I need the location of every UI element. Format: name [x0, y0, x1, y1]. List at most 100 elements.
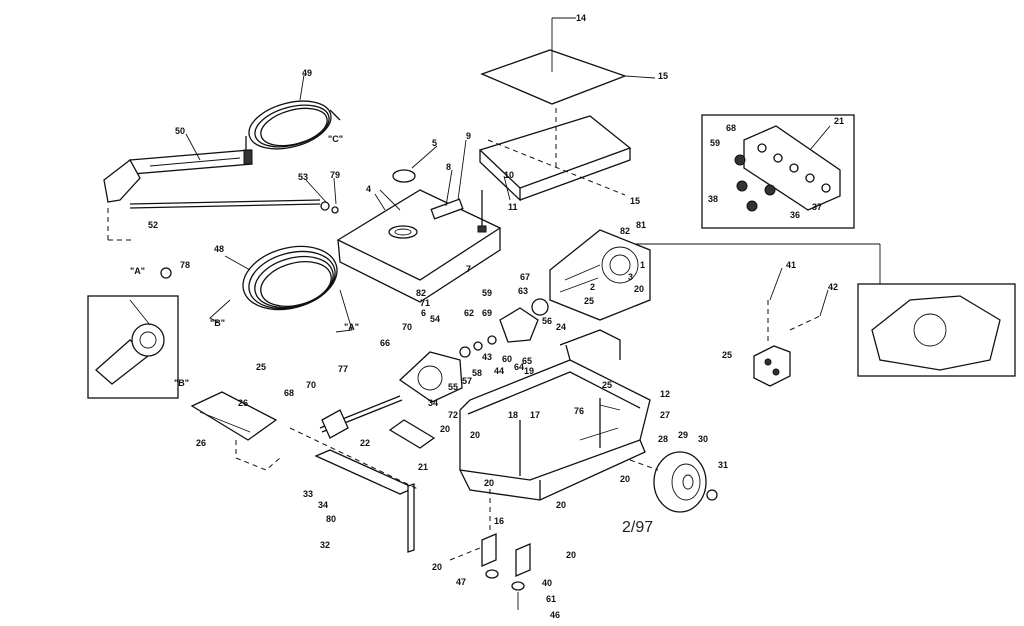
callout-24: 24 [556, 322, 566, 332]
callout-22: 22 [360, 438, 370, 448]
callout-68: 68 [284, 388, 294, 398]
callout-20: 20 [440, 424, 450, 434]
callout-14: 14 [576, 13, 586, 23]
callout-21: 21 [418, 462, 428, 472]
callout-19: 19 [524, 366, 534, 376]
callout-18: 18 [508, 410, 518, 420]
pump-inset [598, 243, 1016, 377]
callout-9: 9 [466, 131, 471, 141]
frame [459, 329, 651, 530]
callout-70: 70 [306, 380, 316, 390]
callout-21: 21 [834, 116, 844, 126]
callout-34: 34 [428, 398, 438, 408]
callout-a: "A" [130, 266, 145, 276]
callout-50: 50 [175, 126, 185, 136]
callout-29: 29 [678, 430, 688, 440]
callout-25: 25 [602, 380, 612, 390]
callout-48: 48 [214, 244, 224, 254]
callout-65: 65 [522, 356, 532, 366]
callout-3: 3 [628, 272, 633, 282]
callout-67: 67 [520, 272, 530, 282]
top-plate [480, 17, 656, 105]
callout-43: 43 [482, 352, 492, 362]
callout-57: 57 [462, 376, 472, 386]
callout-15: 15 [630, 196, 640, 206]
callout-30: 30 [698, 434, 708, 444]
callout-labels: 14 15 15 21 68 59 38 36 37 49 50 "C" 53 … [130, 13, 844, 620]
callout-69: 69 [482, 308, 492, 318]
callout-63: 63 [518, 286, 528, 296]
engine-pump [531, 229, 651, 321]
leader-lines [185, 74, 831, 441]
callout-8: 8 [446, 162, 451, 172]
callout-81: 81 [636, 220, 646, 230]
callout-33: 33 [303, 489, 313, 499]
callout-82: 82 [416, 288, 426, 298]
callout-58: 58 [472, 368, 482, 378]
callout-7: 7 [466, 264, 471, 274]
fuel-tank [336, 169, 502, 303]
callout-20: 20 [634, 284, 644, 294]
callout-44: 44 [494, 366, 504, 376]
callout-32: 32 [320, 540, 330, 550]
callout-26: 26 [196, 438, 206, 448]
callout-31: 31 [718, 460, 728, 470]
callout-55: 55 [448, 382, 458, 392]
mounting-bracket [478, 108, 632, 202]
callout-49: 49 [302, 68, 312, 78]
callout-20: 20 [620, 474, 630, 484]
callout-15: 15 [658, 71, 668, 81]
callout-5: 5 [432, 138, 437, 148]
callout-70: 70 [402, 322, 412, 332]
callout-20: 20 [470, 430, 480, 440]
callout-66: 66 [380, 338, 390, 348]
callout-54: 54 [430, 314, 440, 324]
spray-gun [103, 149, 339, 241]
wheel [629, 451, 718, 513]
callout-b: "B" [174, 378, 189, 388]
callout-61: 61 [546, 594, 556, 604]
callout-20: 20 [484, 478, 494, 488]
callout-71: 71 [420, 298, 430, 308]
callout-20: 20 [556, 500, 566, 510]
callout-80: 80 [326, 514, 336, 524]
callout-25: 25 [584, 296, 594, 306]
hose-coil-48 [209, 245, 353, 333]
callout-17: 17 [530, 410, 540, 420]
foot-bracket [449, 533, 531, 610]
nozzle-inset [87, 267, 179, 399]
callout-40: 40 [542, 578, 552, 588]
callout-28: 28 [658, 434, 668, 444]
callout-c: "C" [328, 134, 343, 144]
callout-78: 78 [180, 260, 190, 270]
callout-25: 25 [722, 350, 732, 360]
callout-76: 76 [574, 406, 584, 416]
callout-72: 72 [448, 410, 458, 420]
callout-46: 46 [550, 610, 560, 620]
callout-56: 56 [542, 316, 552, 326]
callout-16: 16 [494, 516, 504, 526]
control-panel [753, 300, 821, 387]
callout-12: 12 [660, 389, 670, 399]
callout-82: 82 [620, 226, 630, 236]
callout-47: 47 [456, 577, 466, 587]
callout-68: 68 [726, 123, 736, 133]
callout-52: 52 [148, 220, 158, 230]
callout-6: 6 [421, 308, 426, 318]
callout-79: 79 [330, 170, 340, 180]
callout-37: 37 [812, 202, 822, 212]
callout-34: 34 [318, 500, 328, 510]
callout-20: 20 [432, 562, 442, 572]
callout-11: 11 [508, 202, 518, 212]
callout-64: 64 [514, 362, 524, 372]
callout-77: 77 [338, 364, 348, 374]
callout-59: 59 [482, 288, 492, 298]
callout-41: 41 [786, 260, 796, 270]
callout-1: 1 [640, 260, 645, 270]
callout-38: 38 [708, 194, 718, 204]
callout-62: 62 [464, 308, 474, 318]
callout-a: "A" [344, 322, 359, 332]
callout-59: 59 [710, 138, 720, 148]
